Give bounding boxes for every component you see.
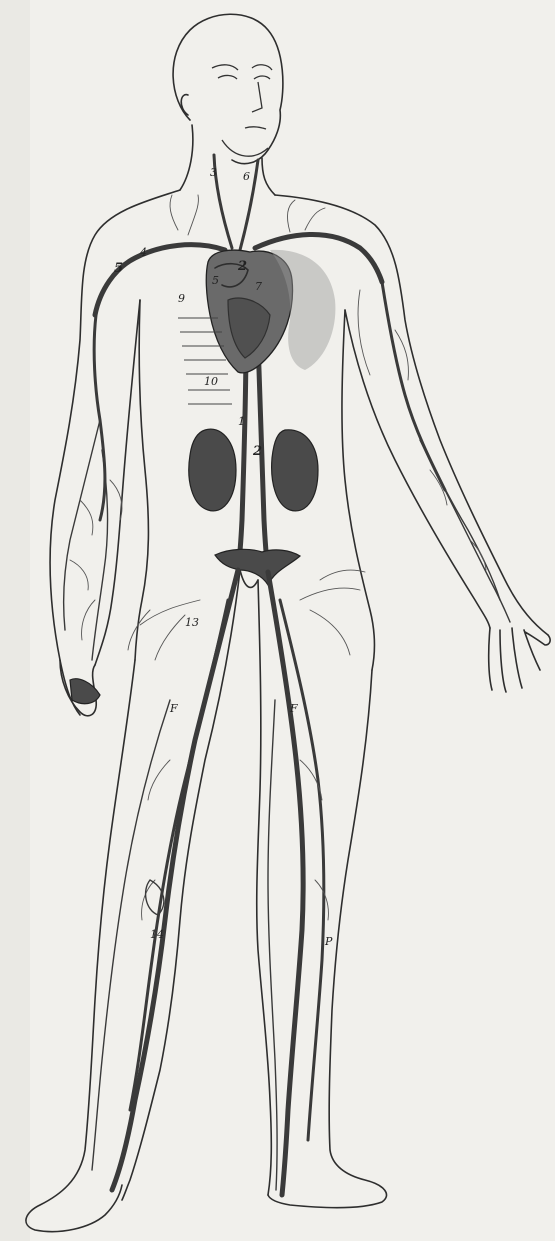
label-2-heart: 2 [237,259,247,274]
label-9: 9 [178,292,185,305]
label-F-right: F [289,702,298,715]
label-1: 1 [238,415,245,428]
label-10: 10 [204,375,218,388]
label-3: 3 [210,166,217,179]
paper-edge-shadow [0,0,30,1241]
label-2-aorta: 2 [252,444,262,459]
label-6: 6 [243,170,250,183]
label-5-left: 5 [114,261,123,276]
right-kidney [272,430,318,511]
left-kidney [189,429,236,511]
label-F-left: F [169,702,178,715]
label-13: 13 [185,616,199,629]
label-4: 4 [139,246,147,259]
label-14: 14 [150,928,164,941]
label-P: P [324,935,333,948]
label-5-heart: 5 [212,274,219,287]
label-7: 7 [255,280,262,293]
